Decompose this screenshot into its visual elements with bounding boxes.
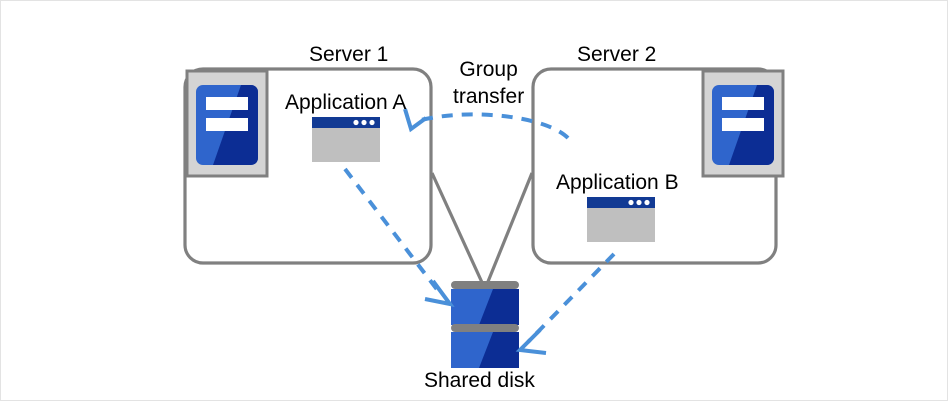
server-rack-icon [701, 69, 785, 178]
app-b-to-disk-arrow [515, 252, 616, 355]
server-rack-icon [185, 69, 269, 178]
app-window-icon[interactable] [587, 197, 655, 242]
application-a-label: Application A [285, 91, 407, 114]
app-a-to-disk-arrow [343, 167, 455, 307]
disk-bar-2 [451, 324, 519, 332]
application-b-label: Application B [556, 171, 679, 194]
group-transfer-label-line1: Group [459, 58, 518, 81]
disk-stack-icon[interactable] [451, 281, 519, 368]
disk-bar-1 [451, 281, 519, 289]
app-window-icon[interactable] [312, 117, 380, 162]
server-1-label: Server 1 [309, 43, 389, 66]
group-transfer-label: Group transfer [453, 59, 524, 107]
server-1-to-disk-link [430, 172, 487, 290]
shared-disk-label: Shared disk [424, 369, 535, 392]
server-2-label: Server 2 [577, 43, 657, 66]
group-transfer-arrow [403, 108, 570, 140]
server-2-to-disk-link [483, 172, 534, 290]
group-transfer-label-line2: transfer [453, 85, 525, 108]
